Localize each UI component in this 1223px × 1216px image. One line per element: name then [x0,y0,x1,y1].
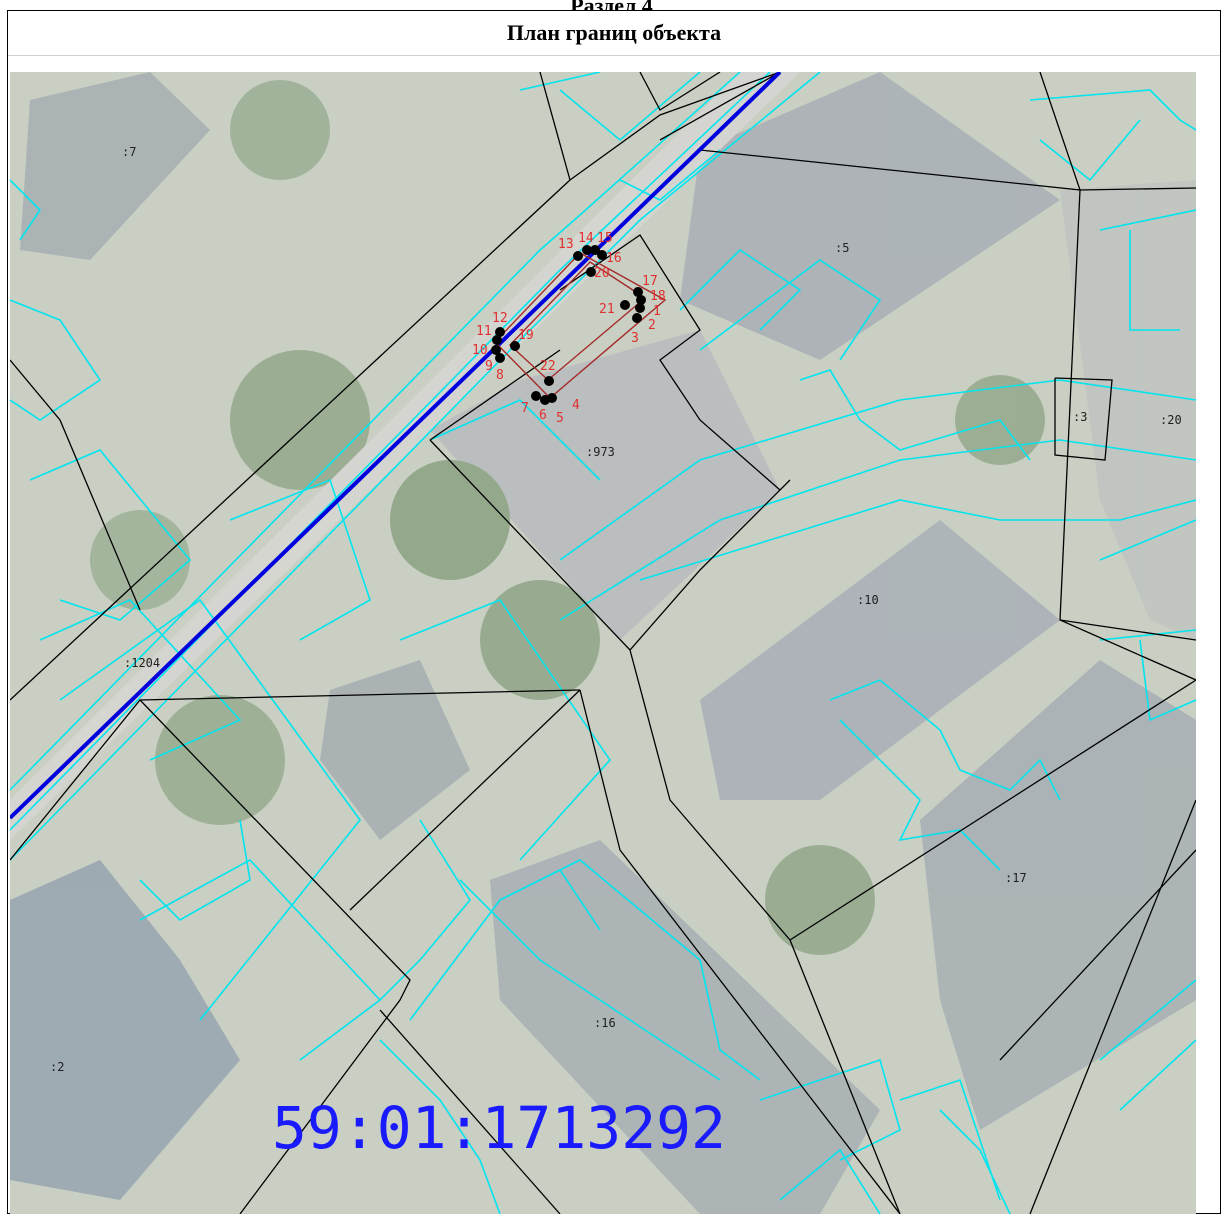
building [700,520,1060,800]
boundary-point [510,341,520,351]
quarter-number: 59:01:1713292 [272,1094,726,1162]
building [430,330,780,640]
boundary-point [544,376,554,386]
tree-canopy [765,845,875,955]
parcel-label: :10 [857,593,879,607]
parcel-label: :5 [835,241,849,255]
point-label: 6 [539,408,547,423]
building [10,860,240,1200]
point-label: 12 [492,311,508,326]
point-label: 14 [578,231,594,246]
quarter-boundary [10,72,782,820]
boundary-point [635,303,645,313]
building [320,660,470,840]
tree-canopy [230,80,330,180]
point-label: 18 [650,289,666,304]
tree-canopy [230,350,370,490]
point-label: 8 [496,368,504,383]
boundary-point [531,391,541,401]
title-row: План границ объекта [8,11,1220,56]
boundary-point [582,245,592,255]
point-label: 15 [597,231,613,246]
parcel-label: :7 [122,145,136,159]
tree-canopy [390,460,510,580]
point-label: 21 [599,302,615,317]
tree-canopy [90,510,190,610]
parcel-label: :17 [1005,871,1027,885]
point-label: 1 [653,304,661,319]
road [10,72,800,840]
boundary-point [590,245,600,255]
point-label: 4 [572,398,580,413]
tree-canopy [480,580,600,700]
point-label: 11 [476,324,492,339]
boundary-point [491,345,501,355]
point-label: 19 [518,328,534,343]
building [20,72,210,260]
point-label: 13 [558,237,574,252]
building [490,840,880,1214]
point-label: 5 [556,411,564,426]
aerial-imagery [10,72,1196,1214]
map-area: 1 2 3 4 5 6 7 8 9 10 11 12 13 14 15 16 1… [10,72,1196,1214]
parcel-label: :973 [586,445,615,459]
parcel-labels: :7 :5 :3 :20 :973 :10 :1204 :17 :16 :2 [50,145,1182,1074]
building-contours [10,72,1196,1214]
boundary-point [636,295,646,305]
point-label: 9 [485,359,493,374]
point-label: 10 [472,343,488,358]
parcel-boundaries [10,72,1196,1214]
parcel-label: :3 [1073,410,1087,424]
boundary-point [573,251,583,261]
boundary-point [620,300,630,310]
parcel-label: :16 [594,1016,616,1030]
section-label: Раздел 4 [570,0,653,10]
parcel-label: :2 [50,1060,64,1074]
building [680,72,1060,360]
point-label: 22 [540,359,556,374]
building [920,660,1196,1130]
parcel-label: :20 [1160,413,1182,427]
boundary-point [495,327,505,337]
boundary-points [491,245,646,405]
boundary-point [492,335,502,345]
boundary-point [633,287,643,297]
point-labels: 1 2 3 4 5 6 7 8 9 10 11 12 13 14 15 16 1… [472,231,666,426]
tree-canopy [155,695,285,825]
point-label: 3 [631,331,639,346]
point-label: 2 [648,318,656,333]
point-label: 17 [642,274,658,289]
point-label: 20 [594,266,610,281]
boundary-point [586,267,596,277]
boundary-point [597,250,607,260]
boundary-point [632,313,642,323]
point-label: 7 [521,401,529,416]
parcel-label: :1204 [124,656,160,670]
cadastral-map: 1 2 3 4 5 6 7 8 9 10 11 12 13 14 15 16 1… [10,72,1196,1214]
section-header: Раздел 4 [0,0,1223,10]
boundary-point [540,395,550,405]
page-title: План границ объекта [506,20,722,45]
boundary-point [495,353,505,363]
point-label: 16 [606,251,622,266]
building [1060,180,1196,640]
